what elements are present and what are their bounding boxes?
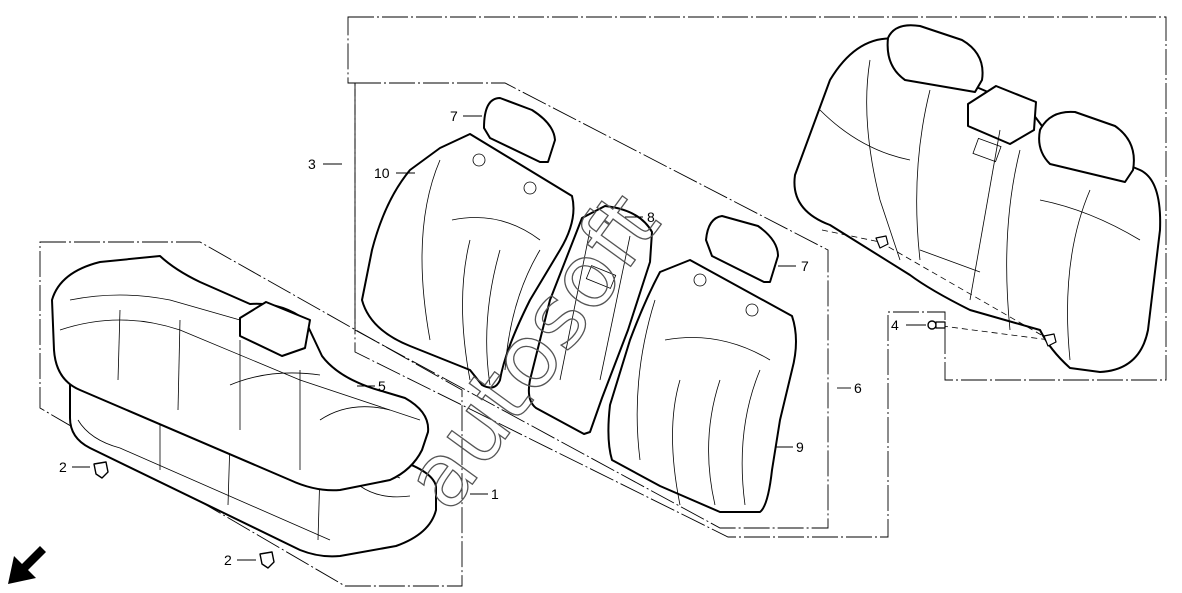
armrest-block (239, 301, 311, 357)
leader-lines (72, 115, 926, 561)
right-pass-through-lid (972, 137, 1002, 163)
bolt-part-4 (927, 320, 946, 330)
clip-guide-line (821, 229, 1051, 341)
callout-9: 9 (796, 439, 804, 455)
clip-right-back-2 (1043, 333, 1057, 347)
callout-8: 8 (647, 209, 655, 225)
left-seat-back (361, 133, 575, 389)
front-direction-arrow-icon (8, 546, 46, 584)
right-seat-back (607, 259, 797, 513)
callout-2-lower: 2 (224, 552, 232, 568)
callout-10: 10 (374, 165, 390, 181)
callout-7-right: 7 (801, 258, 809, 274)
assembly-frame-back-cushions (354, 82, 829, 529)
right-headrest-right (1038, 110, 1135, 183)
callout-2-upper: 2 (59, 459, 67, 475)
callout-1: 1 (491, 486, 499, 502)
headrest-left (483, 97, 556, 163)
callout-3: 3 (308, 156, 316, 172)
clip-right-back-1 (875, 235, 889, 249)
headrest-right (705, 215, 779, 283)
callout-5: 5 (378, 378, 386, 394)
right-headrest-left (886, 24, 984, 93)
clip-part-2-lower (259, 551, 275, 569)
armrest-lid (585, 265, 617, 289)
callout-4: 4 (891, 317, 899, 333)
assembly-frame-seat-cushion (39, 241, 463, 587)
clip-part-2-upper (93, 461, 109, 479)
center-armrest-back (527, 205, 653, 435)
right-center-armrest (967, 85, 1037, 145)
callout-6: 6 (854, 380, 862, 396)
right-seat-back-assembly (793, 24, 1162, 373)
callout-7-left: 7 (450, 108, 458, 124)
seat-cushion-cover (51, 255, 430, 492)
assembly-frame-seat-back (347, 16, 1167, 538)
